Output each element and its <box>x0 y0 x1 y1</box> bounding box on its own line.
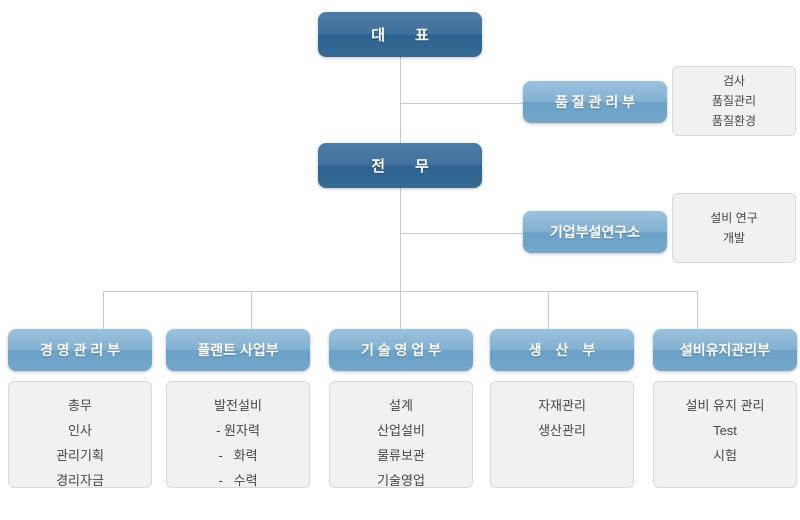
panel-line: Test <box>713 423 737 438</box>
connector-ceo-to-executive <box>400 57 401 143</box>
panel-line: - 수력 <box>218 473 258 488</box>
node-production-dept-label: 생 산 부 <box>528 342 596 358</box>
panel-line: - 화력 <box>218 448 258 463</box>
panel-facility-maintenance-dept: 설비 유지 관리 Test 시험 <box>653 381 797 488</box>
node-plant-business-dept: 플랜트 사업부 <box>166 329 310 371</box>
node-plant-business-dept-label: 플랜트 사업부 <box>197 342 279 358</box>
connector-to-quality-dept <box>400 103 523 104</box>
node-facility-maintenance-dept-label: 설비유지관리부 <box>679 342 771 358</box>
panel-production-dept: 자재관리 생산관리 <box>490 381 634 488</box>
node-facility-maintenance-dept: 설비유지관리부 <box>653 329 797 371</box>
node-executive-label: 전 무 <box>371 158 429 175</box>
panel-quality-management: 검사 품질관리 품질환경 <box>672 66 796 136</box>
panel-line: 물류보관 <box>377 448 425 463</box>
panel-line: 설비 연구 <box>710 211 758 225</box>
panel-line: 기술영업 <box>377 473 425 488</box>
panel-line: 생산관리 <box>538 423 586 438</box>
node-ceo-label: 대 표 <box>371 27 429 44</box>
panel-line: 품질관리 <box>711 94 757 108</box>
panel-line: 설비 유지 관리 <box>685 398 765 413</box>
connector-drop-dept-2 <box>251 291 252 329</box>
connector-executive-to-bus <box>400 188 401 291</box>
connector-drop-dept-3 <box>400 291 401 329</box>
connector-drop-dept-1 <box>103 291 104 329</box>
node-production-dept: 생 산 부 <box>490 329 634 371</box>
panel-line: 인사 <box>68 423 92 438</box>
panel-line: 관리기획 <box>56 448 104 463</box>
node-management-dept: 경 영 관 리 부 <box>8 329 152 371</box>
node-technical-sales-dept: 기 술 영 업 부 <box>329 329 473 371</box>
panel-line: - 원자력 <box>216 423 260 438</box>
connector-drop-dept-5 <box>697 291 698 329</box>
node-research-institute: 기업부설연구소 <box>523 211 667 253</box>
panel-line: 자재관리 <box>538 398 586 413</box>
connector-drop-dept-4 <box>548 291 549 329</box>
panel-line: 시험 <box>713 448 737 463</box>
node-management-dept-label: 경 영 관 리 부 <box>40 342 120 358</box>
panel-line: 검사 <box>722 74 746 88</box>
panel-technical-sales-dept: 설계 산업설비 물류보관 기술영업 <box>329 381 473 488</box>
panel-line: 품질환경 <box>711 114 757 128</box>
panel-plant-business-dept: 발전설비 - 원자력 - 화력 - 수력 <box>166 381 310 488</box>
node-quality-management-dept: 품 질 관 리 부 <box>523 81 667 123</box>
panel-line: 총무 <box>68 398 92 413</box>
panel-line: 발전설비 <box>214 398 262 413</box>
panel-line: 경리자금 <box>56 473 104 488</box>
node-executive: 전 무 <box>318 143 482 188</box>
panel-line: 설계 <box>389 398 413 413</box>
node-technical-sales-dept-label: 기 술 영 업 부 <box>361 342 441 358</box>
panel-management-dept: 총무 인사 관리기획 경리자금 <box>8 381 152 488</box>
panel-line: 개발 <box>722 231 746 245</box>
panel-research-institute: 설비 연구 개발 <box>672 193 796 263</box>
panel-line: 산업설비 <box>377 423 425 438</box>
connector-to-research-institute <box>400 233 523 234</box>
node-research-institute-label: 기업부설연구소 <box>549 224 641 240</box>
node-ceo: 대 표 <box>318 12 482 57</box>
node-quality-management-label: 품 질 관 리 부 <box>555 94 635 110</box>
